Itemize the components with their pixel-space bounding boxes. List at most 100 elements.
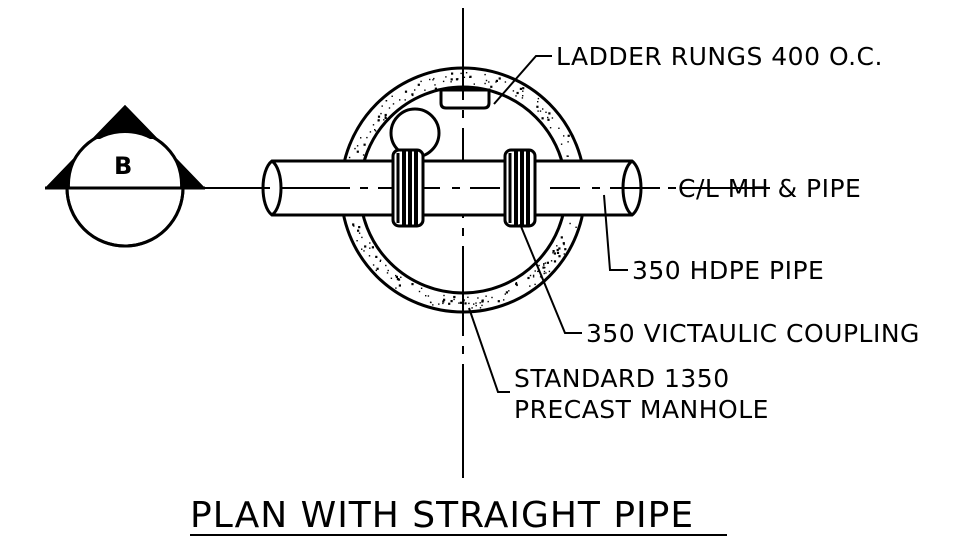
stipple-dot [553,252,556,255]
stipple-dot [545,272,547,274]
stipple-dot [418,290,421,293]
stipple-dot [385,264,387,267]
stipple-dot [545,111,547,113]
stipple-dot [411,93,414,96]
stipple-dot [356,150,359,153]
stipple-dot [467,296,469,298]
stipple-dot [477,297,479,299]
stipple-dot [400,276,402,278]
stipple-dot [417,83,420,86]
manhole-label-line2: PRECAST MANHOLE [514,395,769,424]
stipple-dot [372,264,375,266]
stipple-dot [374,129,376,131]
stipple-dot [357,229,360,232]
stipple-dot [459,301,462,304]
stipple-dot [563,243,565,246]
stipple-dot [497,300,500,303]
stipple-dot [567,134,570,137]
coupling-leader [519,223,582,334]
stipple-dot [375,269,377,272]
stipple-dot [487,300,489,303]
victaulic-coupling-right [503,148,537,228]
stipple-dot [448,302,451,305]
stipple-dot [434,87,437,90]
stipple-dot [522,90,524,92]
stipple-dot [562,242,565,245]
stipple-dot [374,130,377,132]
stipple-dot [432,79,434,81]
stipple-dot [544,262,547,264]
stipple-dot [485,79,488,82]
stipple-dot [552,250,555,253]
stipple-dot [534,270,536,272]
stipple-dot [364,245,367,248]
stipple-dot [433,77,435,80]
stipple-dot [397,278,401,281]
stipple-dot [556,245,558,247]
stipple-dot [475,304,477,307]
stipple-dot [479,307,482,309]
stipple-dot [379,260,381,262]
stipple-dot [569,222,571,225]
stipple-dot [563,253,565,255]
stipple-dot [363,250,365,252]
stipple-dot [363,143,366,146]
stipple-dot [453,296,455,298]
stipple-dot [385,100,388,102]
stipple-dot [360,137,362,139]
stipple-dot [404,90,408,93]
stipple-dot [532,276,535,278]
stipple-dot [547,118,550,121]
stipple-dot [353,225,355,227]
stipple-dot [469,76,471,78]
stipple-dot [404,99,406,101]
stipple-dot [521,97,524,99]
stipple-dot [450,300,453,303]
stipple-dot [481,304,483,307]
stipple-dot [460,72,462,75]
stipple-dot [358,232,361,234]
stipple-dot [508,290,510,292]
stipple-dot [377,119,380,122]
stipple-dot [549,127,552,129]
stipple-dot [384,116,387,118]
stipple-dot [481,299,484,302]
stipple-dot [537,110,539,112]
stipple-dot [563,135,565,137]
stipple-dot [443,294,445,297]
stipple-dot [383,119,385,121]
stipple-dot [371,246,374,249]
stipple-dot [556,248,559,252]
stipple-dot [539,276,542,278]
stipple-dot [450,78,453,81]
stipple-dot [430,301,432,304]
stipple-dot [432,304,434,306]
stipple-dot [551,117,554,119]
stipple-dot [529,285,531,287]
stipple-dot [560,143,563,145]
stipple-dot [420,287,423,289]
stipple-dot [445,76,447,78]
manhole-label-line1: STANDARD 1350 [514,364,730,393]
stipple-dot [453,298,455,301]
stipple-dot [537,101,539,103]
stipple-dot [515,282,518,284]
stipple-dot [490,85,493,88]
stipple-dot [471,307,473,309]
stipple-dot [495,79,498,82]
stipple-dot [473,303,475,305]
stipple-dot [498,77,501,80]
stipple-dot [442,302,444,305]
stipple-dot [354,147,356,150]
stipple-dot [512,90,515,92]
stipple-dot [547,116,549,119]
stipple-dot [515,282,518,286]
stipple-dot [543,272,545,275]
stipple-dot [522,87,525,90]
stipple-dot [348,156,351,159]
stipple-dot [387,269,389,272]
drawing-title: PLAN WITH STRAIGHT PIPE [190,495,694,536]
stipple-dot [379,259,382,261]
stipple-dot [427,295,430,297]
stipple-dot [391,95,393,97]
